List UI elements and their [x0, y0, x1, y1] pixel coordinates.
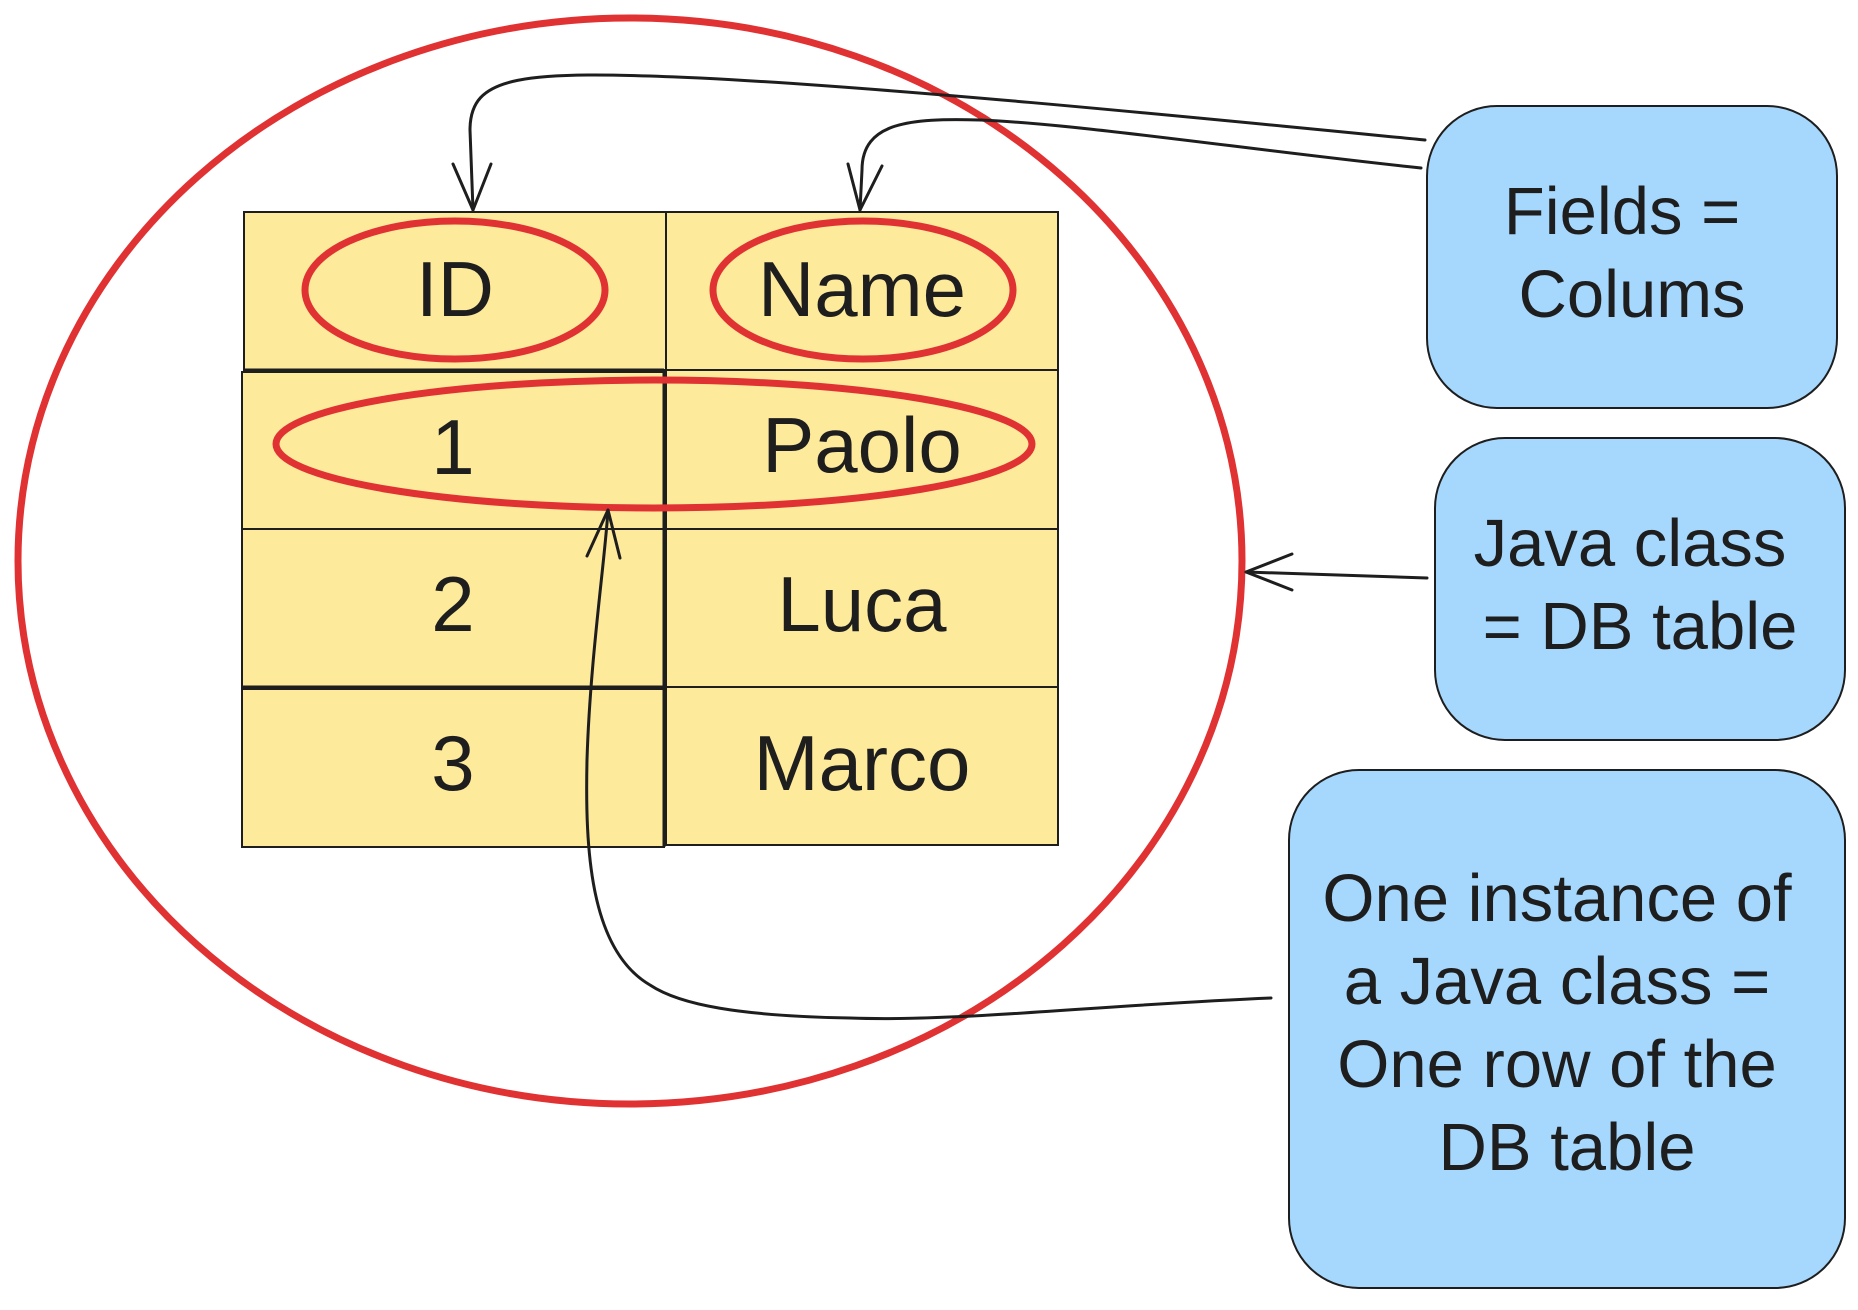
note-instance-box — [1288, 769, 1846, 1289]
note-fields-line-2: Colums — [1518, 257, 1745, 332]
row-3-name-value: Marco — [754, 719, 971, 807]
note-fields: Fields = Colums — [1426, 105, 1838, 409]
row-highlight-ellipse — [272, 376, 1036, 512]
row-3-cell-name — [665, 686, 1059, 846]
note-instance-line-1: One instance of — [1322, 861, 1792, 936]
note-fields-line-1: Fields = — [1504, 174, 1740, 249]
note-class-box — [1434, 437, 1846, 741]
arrow-fields-to-name-head — [846, 162, 884, 212]
row-1-id-value: 1 — [431, 403, 474, 491]
row-2-id-value: 2 — [431, 560, 474, 648]
name-column-highlight-ellipse — [709, 217, 1017, 363]
arrow-class-to-table — [1244, 570, 1429, 580]
row-3-id-value: 3 — [431, 719, 474, 807]
header-cell-name — [665, 211, 1059, 371]
highlights — [14, 14, 1246, 1108]
row-1-cell-id — [241, 371, 665, 530]
arrow-fields-to-name — [858, 118, 1423, 212]
header-cell-id — [243, 211, 667, 371]
row-2-name-value: Luca — [777, 560, 947, 648]
note-instance-line-3: One row of the — [1337, 1027, 1776, 1102]
table-highlight-ellipse — [14, 14, 1246, 1108]
arrow-instance-to-row-head — [585, 508, 622, 560]
connectors — [451, 73, 1429, 1021]
arrow-fields-to-id-head — [451, 162, 493, 212]
header-name-label: Name — [758, 245, 966, 333]
arrow-instance-to-row — [585, 508, 1273, 1021]
id-column-highlight-ellipse — [301, 217, 609, 363]
arrow-class-to-table-head — [1244, 552, 1294, 592]
note-class-line-1: Java class — [1474, 506, 1787, 581]
header-id-label: ID — [416, 245, 494, 333]
row-1-cell-name — [665, 369, 1059, 530]
arrow-fields-to-id — [468, 73, 1427, 212]
note-fields-box — [1426, 105, 1838, 409]
db-table: ID Name 1 Paolo 2 Luca 3 Marco — [241, 211, 1059, 848]
row-3-cell-id — [241, 688, 665, 848]
row-1-name-value: Paolo — [762, 401, 962, 489]
row-2-cell-name — [665, 528, 1059, 688]
note-class-line-2: = DB table — [1483, 589, 1798, 664]
note-class: Java class = DB table — [1434, 437, 1846, 741]
note-instance: One instance of a Java class = One row o… — [1288, 769, 1846, 1289]
note-instance-line-4: DB table — [1439, 1110, 1696, 1185]
note-instance-line-2: a Java class = — [1344, 944, 1770, 1019]
